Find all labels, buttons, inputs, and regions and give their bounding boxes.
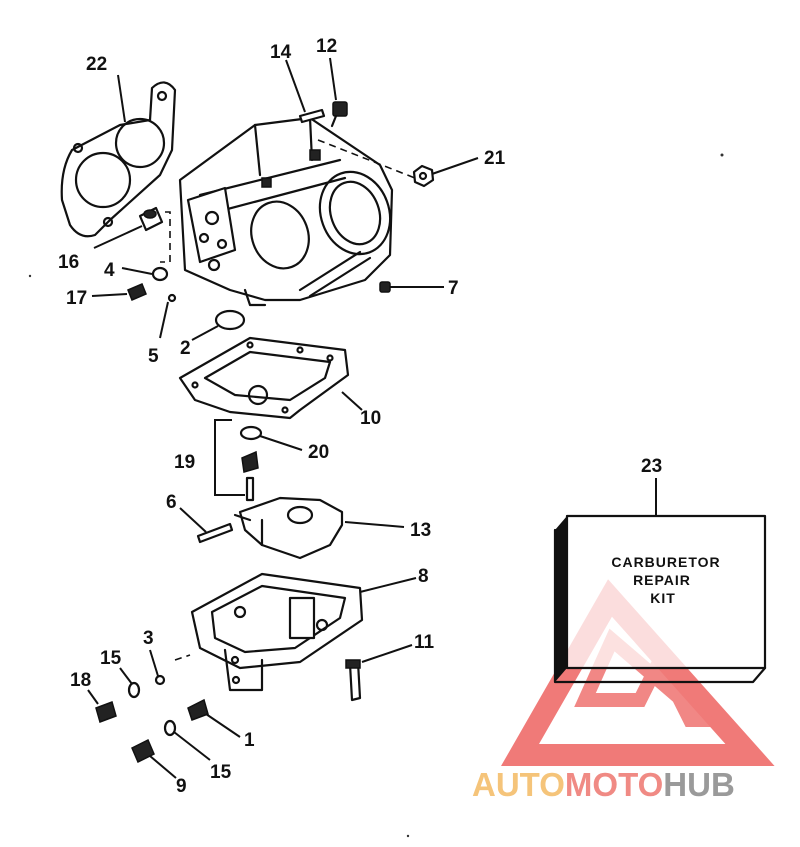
watermark-triangle xyxy=(501,579,775,766)
part-15-washer-upper xyxy=(127,681,141,699)
part-7-spring xyxy=(379,281,391,293)
watermark-moto: MOTO xyxy=(565,766,663,803)
part-21-nut xyxy=(412,164,435,188)
part-18-screw xyxy=(95,701,117,723)
kit-label-line2: REPAIR xyxy=(633,572,691,588)
kit-label-line3: KIT xyxy=(650,590,676,606)
callout-21: 21 xyxy=(484,148,506,169)
part-19-needle-seat xyxy=(214,419,259,502)
callout-14: 14 xyxy=(270,42,292,63)
part-14-pin xyxy=(298,108,326,124)
callout-16: 16 xyxy=(58,252,79,273)
alignment-line xyxy=(317,139,416,179)
part-20-washer xyxy=(239,425,263,441)
part-6-pin xyxy=(196,522,234,544)
watermark-text: AUTOMOTOHUB xyxy=(472,766,735,803)
part-5-oring xyxy=(167,293,177,303)
part-4-washer xyxy=(151,266,169,282)
scan-speck xyxy=(406,834,410,838)
part-9-screw xyxy=(131,738,155,764)
part-2-plug xyxy=(214,309,246,331)
callout-19: 19 xyxy=(174,452,195,473)
part-13-float xyxy=(233,496,344,560)
callout-20: 20 xyxy=(308,442,329,463)
part-11-screw xyxy=(345,659,362,702)
callout-18: 18 xyxy=(70,670,91,691)
callout-2: 2 xyxy=(180,338,191,359)
part-1-screw xyxy=(187,698,209,721)
callout-13: 13 xyxy=(410,520,431,541)
alignment-line xyxy=(174,654,191,661)
alignment-line xyxy=(160,211,171,263)
part-23-repair-kit-box: CARBURETOR REPAIR KIT xyxy=(553,514,767,684)
carburetor-body xyxy=(178,116,394,307)
watermark-auto: AUTO xyxy=(472,766,565,803)
kit-label-line1: CARBURETOR xyxy=(611,554,720,570)
leader-lines xyxy=(87,57,657,779)
callout-23: 23 xyxy=(641,456,662,477)
callout-17: 17 xyxy=(66,288,87,309)
scan-speck xyxy=(720,153,724,157)
callout-4: 4 xyxy=(104,260,115,281)
callout-labels: 22 14 12 21 16 4 17 7 2 5 10 20 19 6 13 … xyxy=(58,36,662,797)
callout-12: 12 xyxy=(316,36,337,57)
callout-22: 22 xyxy=(86,54,107,75)
part-12-screw xyxy=(330,101,348,128)
callout-7: 7 xyxy=(448,278,459,299)
callout-11: 11 xyxy=(414,632,435,653)
watermark-hub: HUB xyxy=(663,766,735,803)
callout-5: 5 xyxy=(148,346,159,367)
callout-10: 10 xyxy=(360,408,381,429)
callout-3: 3 xyxy=(143,628,154,649)
scan-speck xyxy=(28,274,32,278)
part-8-float-bowl xyxy=(190,572,364,692)
part-22-gasket xyxy=(60,81,177,238)
callout-15-upper: 15 xyxy=(100,648,122,669)
callout-9: 9 xyxy=(176,776,187,797)
part-10-gasket xyxy=(178,336,350,420)
part-15-washer-lower xyxy=(163,719,177,737)
part-17-screw xyxy=(127,283,147,301)
part-16-fitting xyxy=(138,206,164,232)
part-3-plug xyxy=(154,674,166,686)
callout-15-lower: 15 xyxy=(210,762,232,783)
callout-1: 1 xyxy=(244,730,255,751)
callout-8: 8 xyxy=(418,566,429,587)
callout-6: 6 xyxy=(166,492,177,513)
